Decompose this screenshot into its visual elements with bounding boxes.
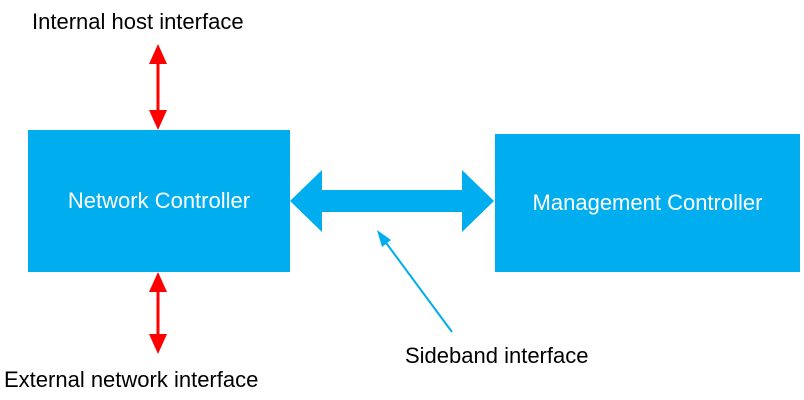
network-controller-box: Network Controller [28, 130, 290, 272]
external-network-arrow [149, 272, 167, 354]
external-network-interface-label: External network interface [4, 367, 259, 392]
sideband-pointer-arrow [377, 230, 453, 333]
management-controller-label: Management Controller [532, 190, 763, 215]
network-controller-label: Network Controller [67, 188, 251, 213]
internal-host-arrow [149, 44, 167, 130]
management-controller-box: Management Controller [495, 134, 800, 272]
sideband-interface-label: Sideband interface [405, 343, 589, 368]
sideband-double-arrow [290, 170, 494, 232]
internal-host-interface-label: Internal host interface [32, 9, 244, 34]
